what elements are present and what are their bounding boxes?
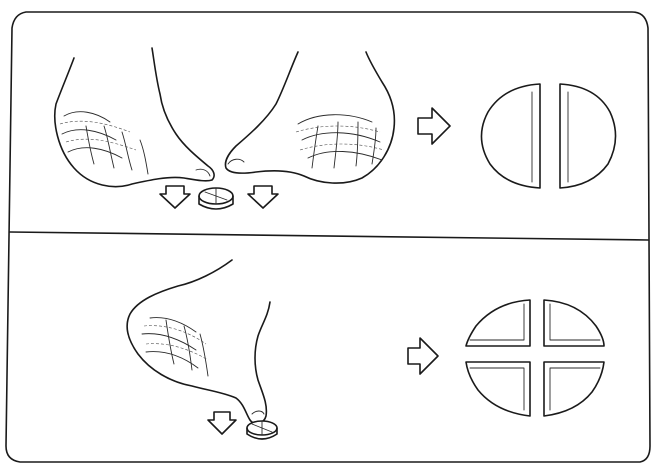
down-arrow-icon	[208, 412, 236, 434]
scored-tablet-icon	[247, 421, 277, 439]
hand-icon	[127, 260, 270, 423]
right-hand-icon	[225, 52, 394, 183]
left-hand-icon	[55, 48, 214, 187]
panel-split-in-half	[55, 48, 616, 209]
right-arrow-icon	[408, 338, 438, 374]
panel-divider	[10, 232, 648, 240]
right-arrow-icon	[418, 108, 450, 144]
outer-frame	[6, 12, 650, 462]
four-quarter-tablets-icon	[466, 300, 604, 416]
down-arrow-icon	[248, 186, 278, 208]
panel-split-in-quarters	[127, 260, 604, 439]
down-arrow-icon	[160, 186, 190, 208]
scored-tablet-icon	[199, 188, 233, 209]
two-half-tablets-icon	[481, 84, 615, 188]
